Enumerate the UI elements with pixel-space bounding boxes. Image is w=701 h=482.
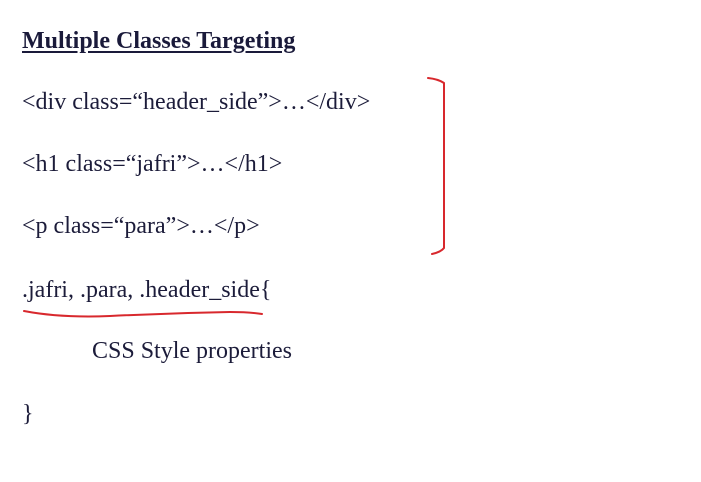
slide-title: Multiple Classes Targeting: [22, 28, 296, 54]
css-closing-brace: }: [22, 401, 34, 427]
css-selector-line: .jafri, .para, .header_side{: [22, 277, 272, 303]
red-bracket-annotation: [427, 77, 445, 255]
css-properties-placeholder: CSS Style properties: [92, 338, 293, 364]
red-underline-annotation: [23, 310, 263, 318]
code-line-div-header-side: <div class=“header_side”>…</div>: [22, 89, 371, 115]
code-line-p-para: <p class=“para”>…</p>: [22, 213, 260, 239]
code-line-h1-jafri: <h1 class=“jafri”>…</h1>: [22, 151, 283, 177]
